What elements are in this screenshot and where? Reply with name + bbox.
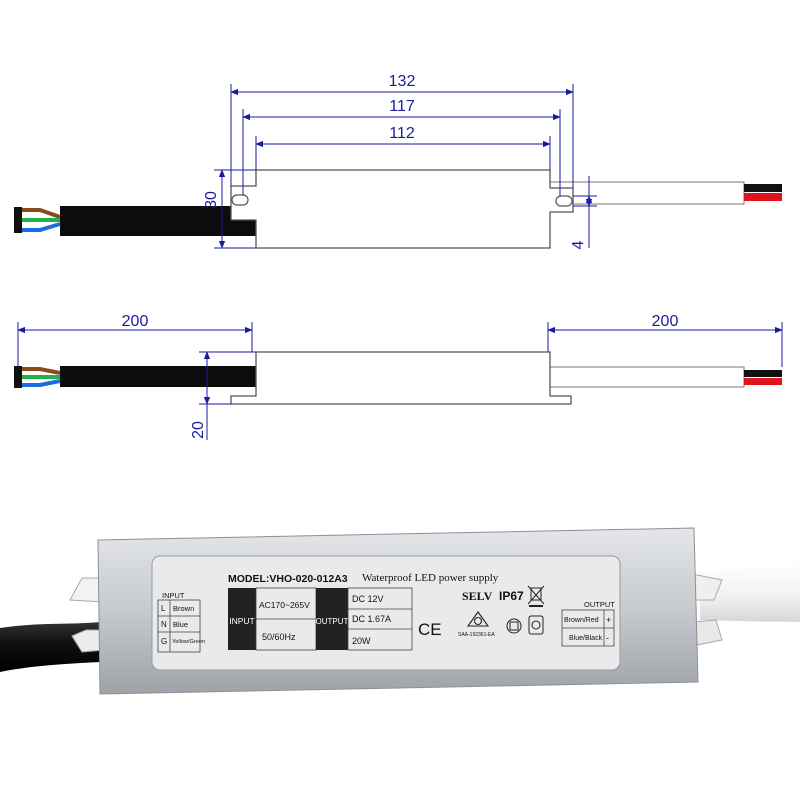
output-row-brown-red: Brown/Red	[564, 617, 599, 624]
dim-30: 30	[203, 191, 220, 209]
output-wire-black	[744, 184, 782, 192]
rcm-mark-icon	[466, 611, 490, 627]
input-code-n: N	[161, 620, 167, 629]
dim-200-right: 200	[652, 313, 679, 330]
input-cable	[60, 206, 256, 236]
lamp-mark-icon	[528, 615, 544, 635]
dim-20: 20	[190, 421, 207, 439]
saa-code: SAA-192361-EA	[458, 632, 495, 638]
top-view: 132 117 112 30 4	[14, 73, 782, 249]
weee-bin-icon	[527, 585, 545, 607]
product-photo: MODEL:VHO-020-012A3 Waterproof LED power…	[0, 527, 800, 695]
input-frequency: 50/60Hz	[262, 632, 296, 642]
input-block-dark	[228, 588, 256, 650]
side-input-wires	[14, 366, 61, 388]
input-title: INPUT	[162, 591, 185, 600]
output-power: 20W	[352, 636, 371, 646]
ce-mark: CE	[418, 620, 442, 639]
dim-117: 117	[389, 98, 415, 115]
side-input-cable	[60, 366, 256, 387]
photo-output-cable	[700, 562, 800, 622]
output-sign-minus: -	[606, 633, 609, 643]
output-row-blue-black: Blue/Black	[569, 635, 603, 642]
input-wires	[14, 207, 61, 233]
ip67-text: IP67	[499, 589, 524, 603]
label-panel	[151, 555, 621, 671]
output-block-dark	[316, 588, 348, 650]
output-voltage: DC 12V	[352, 594, 384, 604]
output-title: OUTPUT	[584, 600, 615, 609]
output-block-label: OUTPUT	[316, 617, 349, 626]
dim-112: 112	[389, 125, 415, 142]
input-name-blue: Blue	[173, 620, 188, 629]
input-code-g: G	[161, 637, 167, 646]
selv-text: SELV	[462, 589, 493, 603]
dim-200-left: 200	[122, 313, 149, 330]
side-output-cable	[549, 366, 745, 388]
output-cable	[549, 181, 745, 205]
dim-132: 132	[389, 73, 416, 90]
input-code-l: L	[161, 604, 166, 613]
input-name-yellow-green: Yellow/Green	[172, 639, 205, 645]
input-block-label: INPUT	[229, 616, 255, 626]
housing-side-outline	[230, 351, 572, 405]
input-voltage: AC170~265V	[259, 600, 310, 610]
side-view: 200 200 20	[14, 313, 783, 440]
description-text: Waterproof LED power supply	[362, 572, 499, 584]
output-wire-red	[744, 193, 782, 201]
dim-4: 4	[570, 240, 587, 249]
model-text: MODEL:VHO-020-012A3	[228, 573, 348, 585]
safety-mark-icon	[506, 618, 522, 634]
output-sign-plus: +	[606, 615, 611, 625]
output-current: DC 1.67A	[352, 614, 391, 624]
housing-top-outline	[230, 169, 574, 249]
input-name-brown: Brown	[173, 604, 194, 613]
